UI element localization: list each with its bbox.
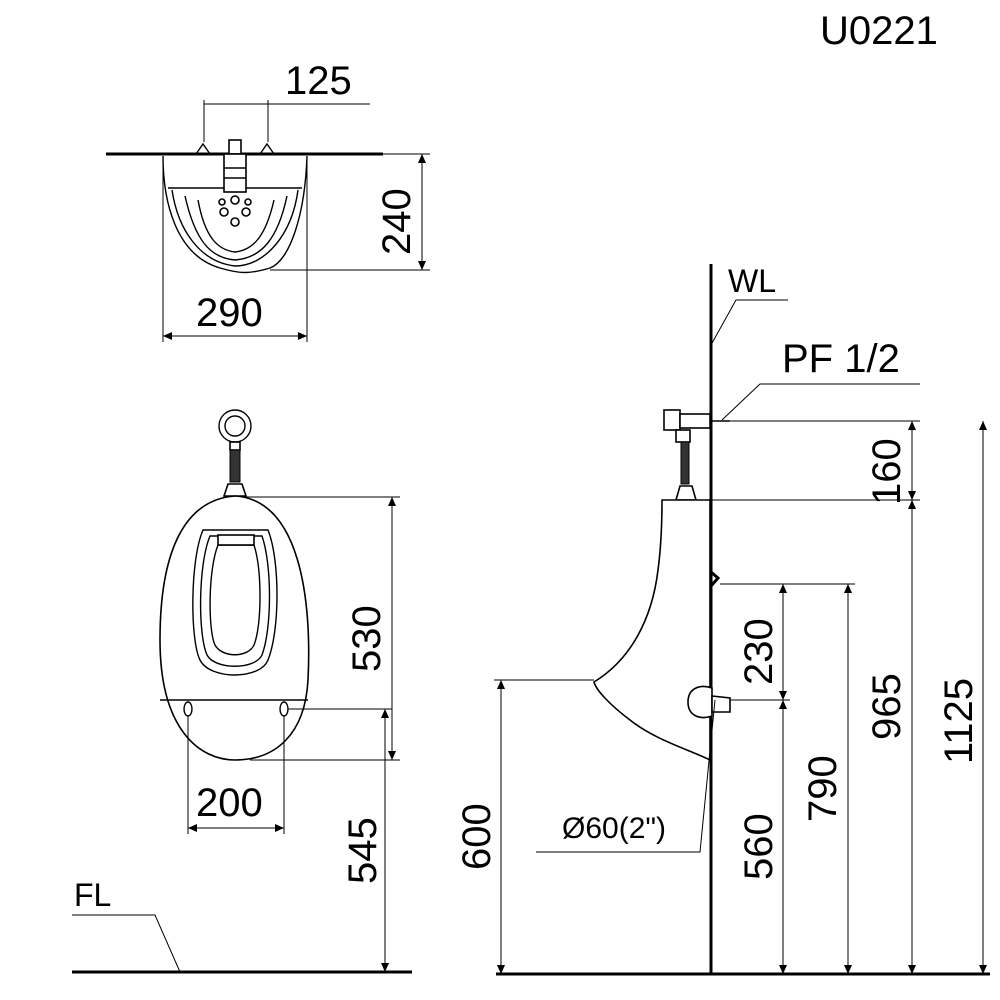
dim-top-height: 965 [865,673,909,740]
top-view-bowl-outer [162,155,308,274]
outlet-label: Ø60(2") [562,812,666,845]
side-view: WL PF 1/2 Ø60(2") 160 [455,263,990,976]
model-code: U0221 [820,9,938,53]
outlet-leader [536,699,716,853]
dim-outlet-height: 560 [737,813,781,880]
inlet-leader [721,383,920,421]
spray-head-icon [217,534,255,546]
front-view: 530 200 545 FL [72,409,412,974]
wall-label: WL [728,263,776,299]
top-view-bowl-inner-1 [171,189,299,267]
dim-inlet-spacing: 125 [285,59,352,103]
dim-hanger-height: 545 [341,817,385,884]
dim-top-to-hook: 230 [737,618,781,685]
dim-inlet-to-top: 160 [865,438,909,505]
floor-leader [72,914,181,973]
wall-leader [710,299,788,346]
side-view-flush-valve-icon [663,409,730,501]
top-view: 125 240 290 [106,59,430,342]
top-view-inlet-valve-icon [223,139,247,193]
top-view-bowl-inner-3 [197,199,275,253]
dim-width: 290 [196,291,263,335]
floor-label: FL [74,877,111,913]
dim-height: 530 [345,605,389,672]
inlet-label: PF 1/2 [782,337,900,381]
side-view-urinal-body [593,499,711,762]
dim-rim-height: 600 [455,803,499,870]
front-view-flush-valve-icon [218,409,252,497]
front-view-bowl-outer [159,495,310,761]
dim-inlet-height: 1125 [937,678,981,764]
dim-depth: 240 [375,188,419,255]
dim-hanger-spacing: 200 [196,781,263,825]
top-view-bowl-inner-2 [184,195,288,261]
front-view-bowl-inner [192,529,278,676]
spray-holes-icon [218,195,252,227]
wall-hook-icon [709,570,721,587]
dim-hook-height: 790 [801,755,845,822]
side-view-outlet-icon [687,685,713,719]
